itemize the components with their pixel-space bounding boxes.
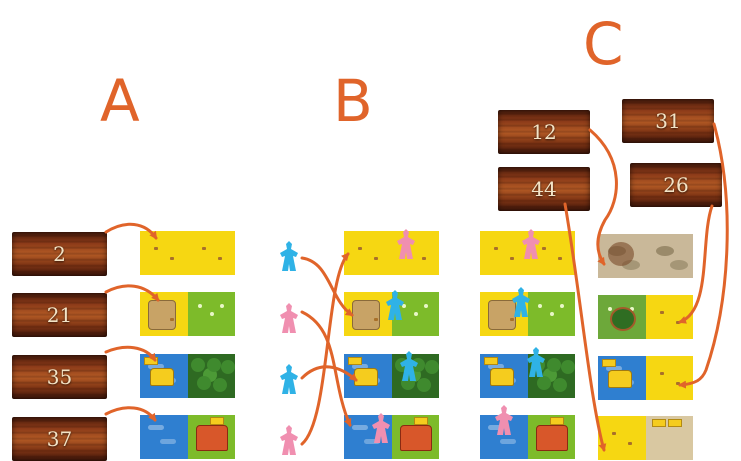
plank-number: 2: [53, 242, 66, 266]
field-terrain: [140, 292, 188, 336]
king-meeple-pink: [280, 303, 298, 333]
hut-icon: [610, 307, 636, 331]
lake-terrain: [480, 354, 528, 398]
windmill-icon: [352, 300, 380, 330]
section-label-c: C: [583, 10, 624, 78]
domino-tile: [140, 415, 235, 459]
forest-terrain: [187, 354, 235, 398]
boat-icon: [354, 368, 378, 386]
domino-tile: [140, 292, 235, 336]
section-label-b: B: [333, 67, 373, 135]
number-plank: 31: [622, 99, 714, 143]
crown-icon: [667, 419, 682, 427]
plank-number: 21: [46, 303, 73, 327]
field-terrain: [344, 231, 392, 275]
number-plank: 26: [630, 163, 722, 207]
king-meeple-blue: [527, 347, 545, 377]
crown-icon: [209, 417, 224, 425]
crown-icon: [602, 359, 616, 367]
field-terrain: [645, 356, 693, 400]
field-terrain: [598, 416, 646, 460]
field-terrain: [187, 231, 235, 275]
field-terrain: [645, 295, 693, 339]
section-label-a: A: [100, 67, 140, 135]
lake-terrain: [344, 354, 392, 398]
king-meeple-pink: [397, 229, 415, 259]
domino-tile: [140, 354, 235, 398]
number-plank: 2: [12, 232, 107, 276]
domino-tile: [140, 231, 235, 275]
crown-icon: [484, 357, 498, 365]
meadow-terrain: [527, 415, 575, 459]
lake-terrain: [140, 354, 188, 398]
hut-icon: [195, 425, 228, 451]
meadow-terrain: [527, 292, 575, 336]
domino-tile: [344, 292, 439, 336]
meadow-terrain: [187, 292, 235, 336]
boat-icon: [608, 370, 632, 388]
arrow: [300, 310, 352, 427]
meadow-terrain: [391, 415, 439, 459]
plank-number: 12: [531, 120, 557, 144]
king-meeple-pink: [495, 405, 513, 435]
crown-icon: [413, 417, 428, 425]
plank-number: 44: [531, 177, 557, 201]
king-meeple-blue: [280, 364, 298, 394]
king-meeple-pink: [372, 413, 390, 443]
king-meeple-blue: [400, 351, 418, 381]
field-terrain: [140, 231, 188, 275]
domino-tile: [344, 231, 439, 275]
king-meeple-blue: [280, 241, 298, 271]
mine-icon: [608, 242, 634, 266]
swamp-terrain: [645, 234, 693, 278]
king-meeple-pink: [522, 229, 540, 259]
plank-number: 26: [663, 173, 689, 197]
lake-terrain: [140, 415, 188, 459]
meadow-terrain: [598, 295, 646, 339]
field-terrain: [480, 231, 528, 275]
windmill-icon: [148, 300, 176, 330]
number-plank: 35: [12, 355, 107, 399]
lake-terrain: [598, 356, 646, 400]
crown-icon: [348, 357, 362, 365]
domino-tile: [598, 295, 693, 339]
king-meeple-blue: [386, 290, 404, 320]
crown-icon: [651, 419, 666, 427]
crown-icon: [549, 417, 564, 425]
king-meeple-blue: [512, 287, 530, 317]
arrow: [300, 252, 350, 446]
boat-icon: [150, 368, 174, 386]
domino-tile: [598, 234, 693, 278]
plank-number: 31: [655, 109, 681, 133]
crown-icon: [144, 357, 158, 365]
number-plank: 44: [498, 167, 590, 211]
hut-icon: [535, 425, 568, 451]
plank-number: 37: [46, 427, 73, 451]
plank-number: 35: [46, 365, 73, 389]
castle-terrain: [645, 416, 693, 460]
boat-icon: [490, 368, 514, 386]
king-meeple-pink: [280, 425, 298, 455]
domino-tile: [344, 354, 439, 398]
number-plank: 12: [498, 110, 590, 154]
domino-tile: [598, 416, 693, 460]
hut-icon: [399, 425, 432, 451]
domino-tile: [598, 356, 693, 400]
number-plank: 21: [12, 293, 107, 337]
swamp-terrain: [598, 234, 646, 278]
number-plank: 37: [12, 417, 107, 461]
field-terrain: [391, 231, 439, 275]
meadow-terrain: [187, 415, 235, 459]
